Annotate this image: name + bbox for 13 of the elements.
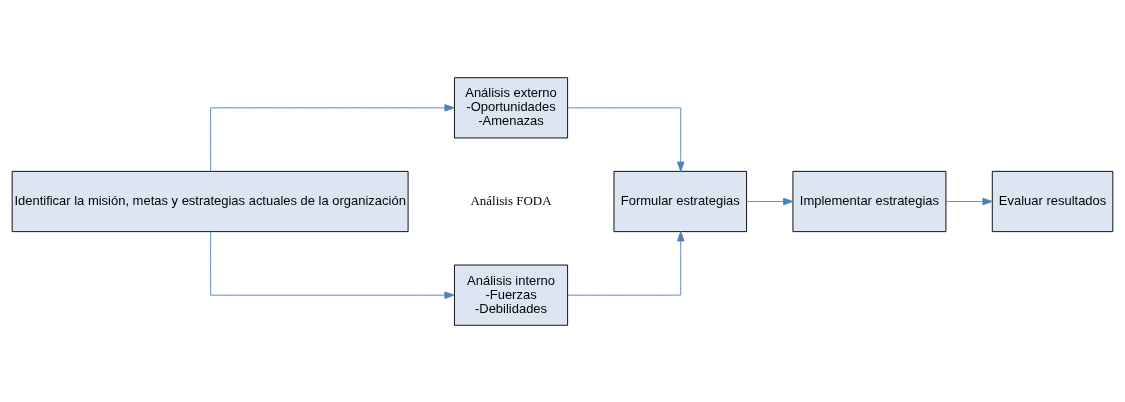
arrow: [567, 106, 685, 172]
node-box: Análisis externo -Oportunidades -Amenazas: [454, 76, 569, 138]
node-box: Análisis interno -Fuerzas -Debilidades: [454, 264, 569, 326]
arrow: [210, 103, 455, 172]
node-box: Implementar estrategias: [792, 170, 947, 232]
arrow: [945, 197, 993, 205]
node-box: Identificar la misión, metas y estrategias actuales de la organización: [11, 170, 409, 232]
node-box: Evaluar resultados: [991, 170, 1114, 232]
arrow: [746, 197, 794, 205]
node-box: Formular estrategias: [613, 170, 748, 232]
arrow: [567, 230, 685, 296]
label: Análisis FODA: [470, 192, 552, 208]
arrow: [210, 230, 455, 299]
